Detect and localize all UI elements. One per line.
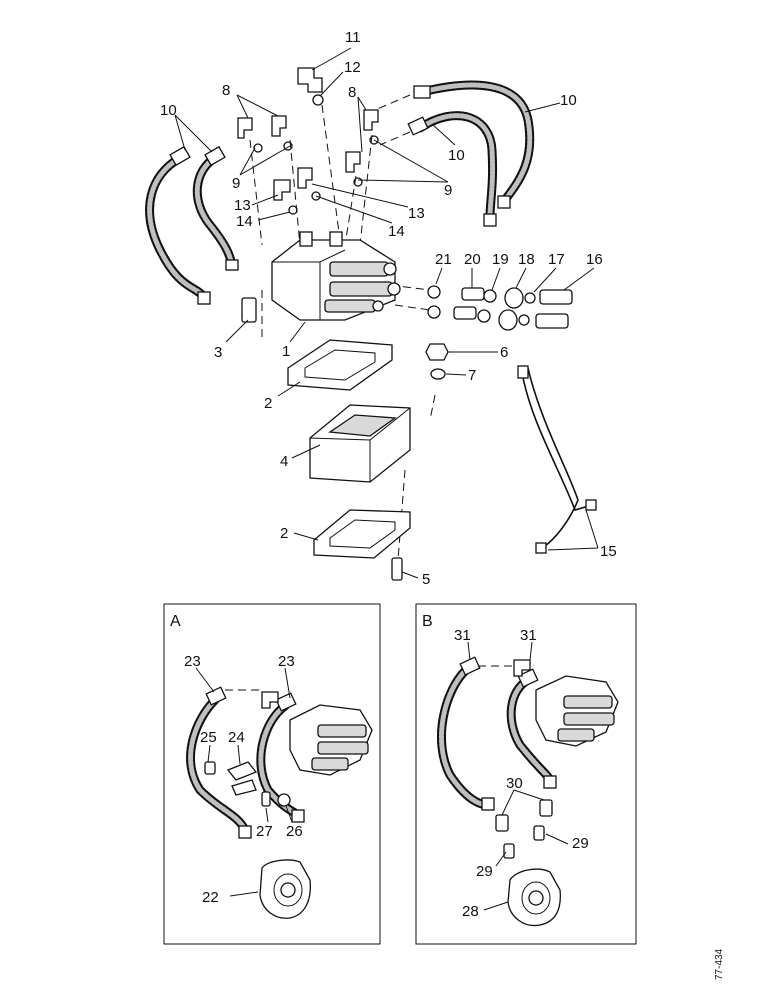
panel-a: A 23 23 25 24 27 26 22 (163, 603, 381, 945)
callout-23-right: 23 (278, 653, 295, 670)
callout-20: 20 (464, 251, 481, 268)
callout-3: 3 (214, 344, 222, 361)
callout-5: 5 (422, 571, 430, 588)
callout-19: 19 (492, 251, 509, 268)
callout-31-left: 31 (454, 627, 471, 644)
assembly-lines (249, 94, 436, 561)
callout-24: 24 (228, 729, 245, 746)
callout-14-right: 14 (388, 223, 405, 240)
callout-28: 28 (462, 903, 479, 920)
callout-13-left: 13 (234, 197, 251, 214)
callout-23-left: 23 (184, 653, 201, 670)
callout-30: 30 (506, 775, 523, 792)
callout-31-right: 31 (520, 627, 537, 644)
callout-labels: 11 12 8 8 10 10 10 9 9 13 13 14 14 21 20… (160, 29, 617, 588)
callout-6: 6 (500, 344, 508, 361)
callout-2-lower: 2 (280, 525, 288, 542)
callout-10-left: 10 (160, 102, 177, 119)
callout-11: 11 (345, 29, 361, 46)
callout-10-right-inner: 10 (448, 147, 465, 164)
callout-17: 17 (548, 251, 565, 268)
callout-15: 15 (600, 543, 617, 560)
spacer-block-4 (309, 404, 411, 483)
callout-8-right: 8 (348, 84, 356, 101)
panel-b: B 31 31 30 29 29 28 (415, 603, 637, 945)
callout-9-right: 9 (444, 182, 452, 199)
gasket-upper (287, 339, 393, 391)
panel-a-letter: A (170, 613, 181, 630)
pipes-15 (517, 365, 597, 554)
callout-14-left: 14 (236, 213, 253, 230)
reference-number: 77-434 (714, 948, 725, 980)
hose-left-inner (192, 145, 239, 271)
callout-18: 18 (518, 251, 535, 268)
callout-1: 1 (282, 343, 290, 360)
callout-21: 21 (435, 251, 452, 268)
callout-12: 12 (344, 59, 361, 76)
hose-right-outer (413, 80, 535, 209)
callout-29-right: 29 (572, 835, 589, 852)
callout-13-right: 13 (408, 205, 425, 222)
washer-7 (430, 368, 446, 380)
callout-16: 16 (586, 251, 603, 268)
panel-b-letter: B (422, 613, 433, 630)
stud-5 (391, 557, 403, 581)
port-fittings-16-21 (427, 285, 573, 331)
callout-29-left: 29 (476, 863, 493, 880)
leader-lines (174, 47, 599, 579)
nut-6 (425, 343, 449, 361)
callout-9-left: 9 (232, 175, 240, 192)
hose-left-outer (145, 145, 211, 305)
callout-25: 25 (200, 729, 217, 746)
callout-26: 26 (286, 823, 303, 840)
elbow-fitting-11 (297, 67, 324, 106)
callout-2-upper: 2 (264, 395, 272, 412)
callout-27: 27 (256, 823, 273, 840)
control-valve-body (271, 231, 401, 321)
callout-10-right-outer: 10 (560, 92, 577, 109)
gasket-lower (313, 509, 411, 559)
callout-7: 7 (468, 367, 476, 384)
callout-22: 22 (202, 889, 219, 906)
plug-3 (241, 297, 257, 323)
hose-right-inner (407, 111, 498, 227)
callout-8-left: 8 (222, 82, 230, 99)
callout-4: 4 (280, 453, 288, 470)
